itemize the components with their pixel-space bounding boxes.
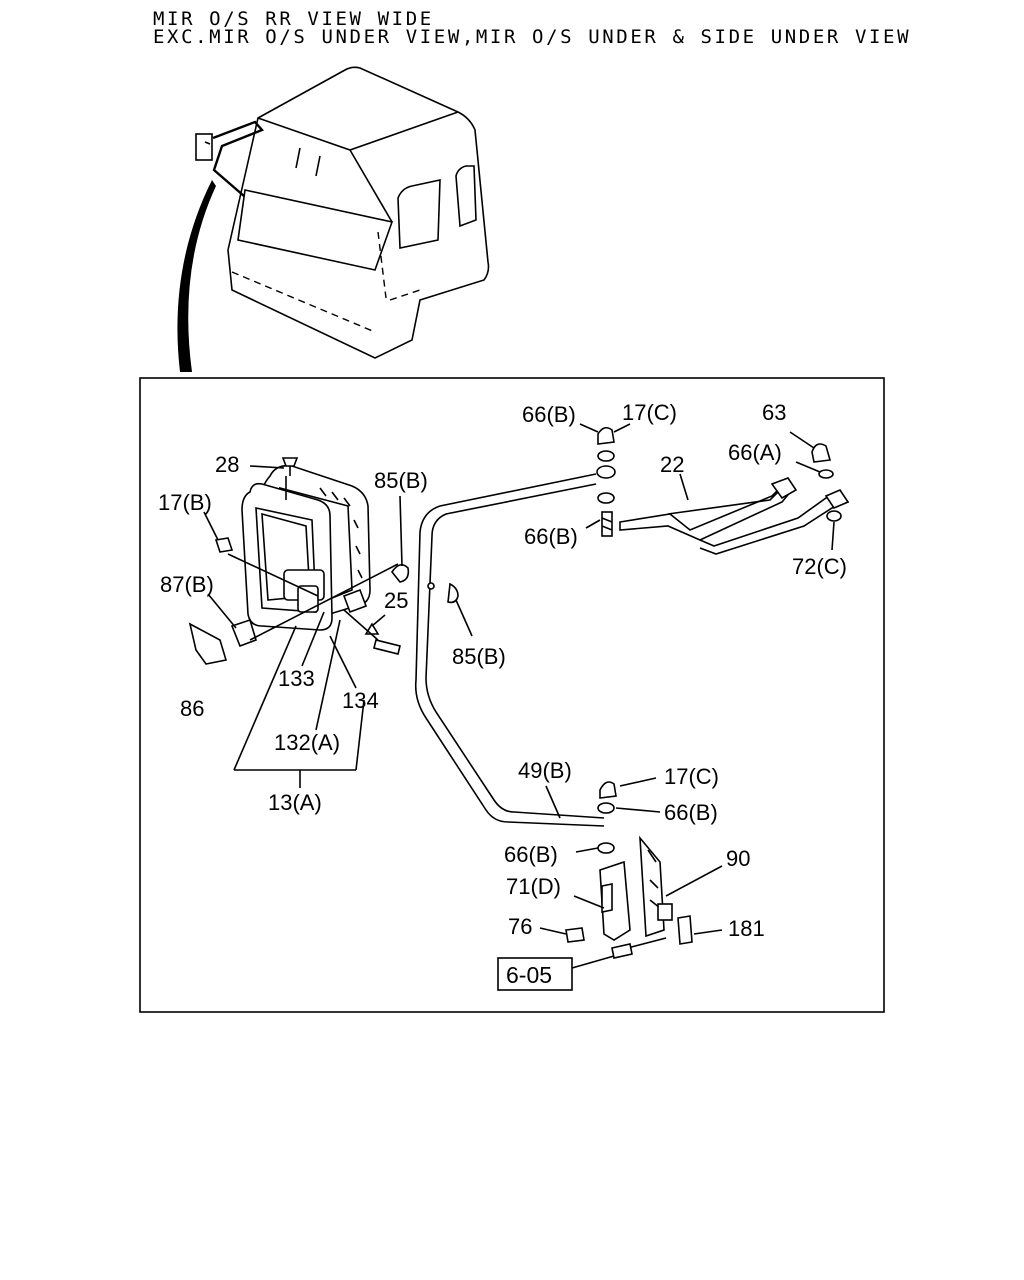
callout-63: 63 (762, 400, 786, 425)
washer-66b-middle-icon (597, 492, 615, 504)
callout-181: 181 (728, 916, 765, 941)
diagram-title-line-2: EXC.MIR O/S UNDER VIEW,MIR O/S UNDER & S… (153, 26, 912, 48)
truck-cab-illustration (177, 66, 490, 372)
bolt-25-icon (373, 639, 401, 655)
callout-66b-4: 66(B) (504, 842, 558, 867)
cap-nut-63-icon (811, 443, 832, 463)
callout-76: 76 (508, 914, 532, 939)
callout-87b: 87(B) (160, 572, 214, 597)
cap-nut-17c-top-icon (597, 426, 615, 445)
cap-86-icon (188, 622, 228, 665)
callout-28: 28 (215, 452, 239, 477)
callout-85b-mid: 85(B) (452, 644, 506, 669)
plate-181-icon (677, 915, 693, 945)
fasteners (596, 426, 842, 854)
mirror-stay-pipe (414, 473, 605, 827)
callout-66a: 66(A) (728, 440, 782, 465)
upper-brace-22 (601, 477, 850, 555)
nut-17b-icon (214, 537, 234, 553)
callout-72c: 72(C) (792, 554, 847, 579)
callout-17c-1: 17(C) (622, 400, 677, 425)
cab-mirror-icon (195, 133, 213, 161)
callout-85b-top: 85(B) (374, 468, 428, 493)
callout-133: 133 (278, 666, 315, 691)
detail-pointer-arrow (177, 180, 216, 372)
diagram-title-line-1: MIR O/S RR VIEW WIDE (153, 8, 434, 30)
callout-90: 90 (726, 846, 750, 871)
washer-72c-icon (826, 510, 842, 522)
callout-66b-2: 66(B) (524, 524, 578, 549)
grommet-85b-lower-icon (447, 582, 459, 604)
bolt-76-icon (565, 927, 585, 943)
washer-66b-bottom-icon (597, 842, 615, 854)
callout-86: 86 (180, 696, 204, 721)
bracket-90-icon (639, 835, 665, 938)
mirror-assembly (188, 457, 410, 665)
callout-66b-1: 66(B) (522, 402, 576, 427)
bracket-71d-icon (599, 860, 631, 941)
grommet-85b-icon (391, 564, 410, 583)
page-reference-box[interactable]: 6-05 (497, 957, 573, 991)
page-reference-label: 6-05 (506, 962, 552, 988)
callout-17c-2: 17(C) (664, 764, 719, 789)
callout-22: 22 (660, 452, 684, 477)
screw-28-icon (281, 457, 299, 467)
callout-49b: 49(B) (518, 758, 572, 783)
callout-13a: 13(A) (268, 790, 322, 815)
cap-nut-17c-lower-icon (599, 781, 617, 799)
callout-66b-3: 66(B) (664, 800, 718, 825)
washer-66b-lower-icon (597, 802, 615, 814)
callout-132a: 132(A) (274, 730, 340, 755)
washer-66b-top-icon (597, 450, 615, 462)
callout-25: 25 (384, 588, 408, 613)
lower-bracket (565, 835, 693, 959)
callout-71d: 71(D) (506, 874, 561, 899)
leader-lines (203, 423, 835, 969)
detail-view-frame (139, 377, 885, 1013)
callout-17b: 17(B) (158, 490, 212, 515)
callout-134: 134 (342, 688, 379, 713)
washer-66a-icon (818, 469, 834, 479)
